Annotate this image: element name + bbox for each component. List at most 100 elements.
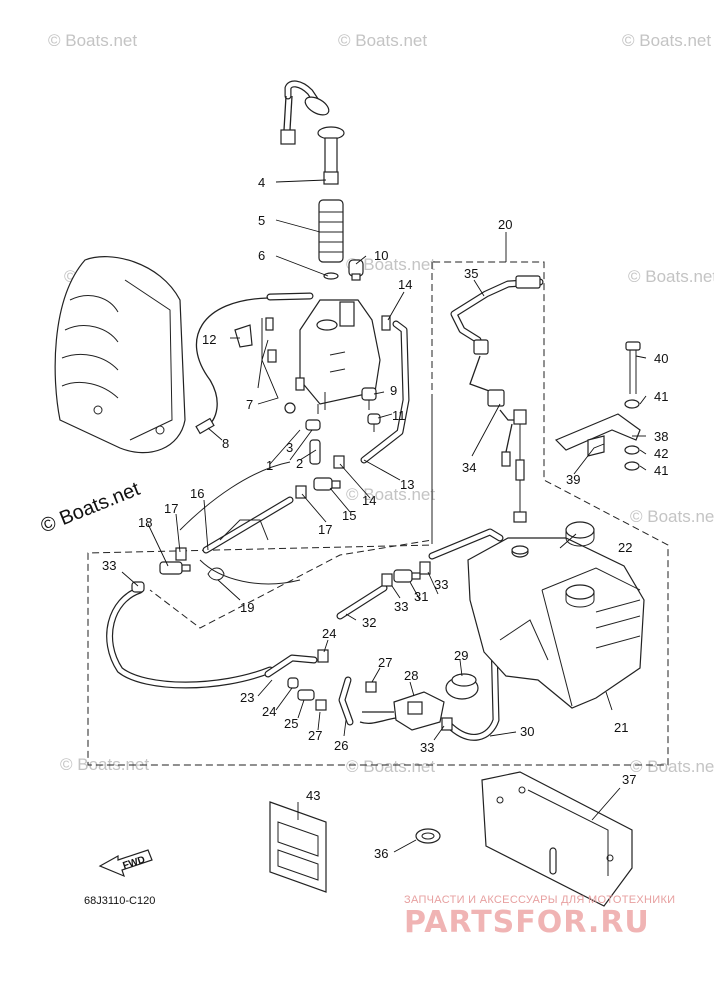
clip-14: [333, 455, 345, 469]
callout-40: 40: [654, 351, 668, 366]
clip-33-mid: [381, 573, 393, 587]
callout-15: 15: [342, 508, 356, 523]
joint-25: [297, 689, 315, 701]
callout-34: 34: [462, 460, 476, 475]
watermark-6: © Boats.net: [628, 267, 714, 286]
callout-24-top: 24: [322, 626, 336, 641]
tank-cap: [565, 521, 595, 547]
callout-33-right: 33: [434, 577, 448, 592]
filter-cap: [445, 673, 479, 700]
bracket-clamp-side: [295, 377, 305, 391]
watermark-10: © Boats.net: [346, 757, 435, 776]
callout-17-left: 17: [164, 501, 178, 516]
clip-19: [207, 567, 225, 581]
callout-41-low: 41: [654, 463, 668, 478]
cap: [348, 259, 364, 281]
callout-2: 2: [296, 456, 303, 471]
site-tagline: ЗАПЧАСТИ И АКСЕССУАРЫ ДЛЯ МОТОТЕХНИКИ: [404, 894, 675, 906]
callout-6: 6: [258, 248, 265, 263]
callout-38: 38: [654, 429, 668, 444]
watermark-11: © Boats.net: [630, 757, 714, 776]
callout-39: 39: [566, 472, 580, 487]
watermark-5: © Boats.net: [346, 255, 435, 274]
watermark-8: © Boats.net: [630, 507, 714, 526]
callout-20: 20: [498, 217, 512, 232]
clip-24: [287, 677, 299, 689]
bolt-9: [361, 387, 377, 410]
washer-41-upper: [624, 399, 640, 409]
callout-21: 21: [614, 720, 628, 735]
sensor-body: [487, 389, 505, 407]
breather-fitting: [195, 417, 215, 435]
filter-assembly-outline: [149, 400, 433, 629]
oil-level-sensor: [280, 80, 345, 185]
clip-24-upper: [317, 649, 329, 663]
callout-24: 24: [262, 704, 276, 719]
callout-41-top: 41: [654, 389, 668, 404]
callout-9: 9: [390, 383, 397, 398]
clip-17: [295, 485, 307, 499]
band-clip: [415, 828, 441, 844]
clip-33-right: [419, 561, 431, 575]
callout-25: 25: [284, 716, 298, 731]
callout-43: 43: [306, 788, 320, 803]
watermark-1: © Boats.net: [48, 31, 137, 50]
callout-5: 5: [258, 213, 265, 228]
callout-11: 11: [392, 408, 406, 423]
watermark-9: © Boats.net: [60, 755, 149, 774]
washer-41-lower: [624, 461, 640, 471]
pump-assembly-outline: [87, 261, 669, 766]
joint-fittings: [305, 419, 321, 465]
watermark-7: © Boats.net: [346, 485, 435, 504]
drawing-code: 68J3110-C120: [84, 895, 155, 907]
callout-33-left: 33: [102, 558, 116, 573]
sensor-mount: [513, 409, 527, 425]
callout-33-low: 33: [420, 740, 434, 755]
forward-arrow: FWD: [98, 849, 153, 878]
bracket-clamp: [265, 317, 274, 331]
callout-numbers: 4 5 6 10 14 12 7 8 9 11 3 2 1 13 14 15 1…: [102, 175, 668, 861]
callout-23: 23: [240, 690, 254, 705]
callout-16: 16: [190, 486, 204, 501]
callout-36: 36: [374, 846, 388, 861]
oil-pump: [359, 691, 445, 731]
watermark-main: © Boats.net: [38, 478, 144, 538]
oil-strainer: [318, 199, 344, 263]
o-ring: [323, 272, 339, 280]
joint-31: [393, 569, 421, 583]
callout-35: 35: [464, 266, 478, 281]
watermark-2: © Boats.net: [338, 31, 427, 50]
hose-clip: [381, 315, 391, 331]
caution-labels: [269, 801, 327, 893]
engine-block: [179, 461, 301, 585]
callout-14-top: 14: [398, 277, 412, 292]
nut-42: [624, 445, 640, 455]
clip-33-left: [131, 581, 145, 593]
callout-22: 22: [618, 540, 632, 555]
engine-cover: [54, 256, 186, 454]
callout-31: 31: [414, 589, 428, 604]
tank-tray: [481, 771, 633, 907]
callout-42: 42: [654, 446, 668, 461]
bracket-wire: [257, 318, 263, 389]
callout-12: 12: [202, 332, 216, 347]
callout-18: 18: [138, 515, 152, 530]
callout-3: 3: [286, 440, 293, 455]
callout-32: 32: [362, 615, 376, 630]
callout-27-low: 27: [308, 728, 322, 743]
callout-14-mid: 14: [362, 493, 376, 508]
callout-26: 26: [334, 738, 348, 753]
clip: [234, 324, 253, 348]
clip-27-upper: [365, 681, 377, 693]
callout-4: 4: [258, 175, 265, 190]
bracket-clamp-lower: [267, 349, 277, 363]
site-logo: PARTSFOR.RU: [404, 905, 650, 940]
harness-coupler: [473, 339, 489, 355]
clip-17b: [175, 547, 187, 561]
bolt-40: [625, 341, 641, 394]
harness-connector: [515, 275, 541, 289]
callout-1: 1: [266, 458, 273, 473]
breather-line: [195, 297, 269, 429]
callout-27: 27: [378, 655, 392, 670]
